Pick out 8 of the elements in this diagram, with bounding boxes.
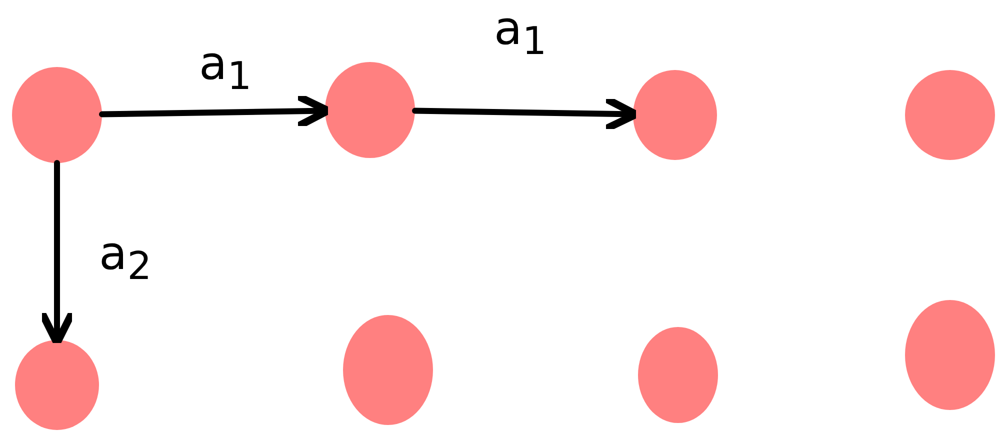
lattice-point (325, 62, 415, 158)
lattice-point (343, 315, 433, 425)
lattice-point (905, 70, 995, 160)
lattice-point (638, 327, 718, 423)
lattice-point (15, 340, 99, 430)
lattice-point (905, 300, 995, 410)
lattice-point (12, 67, 102, 163)
lattice-point (633, 70, 717, 160)
